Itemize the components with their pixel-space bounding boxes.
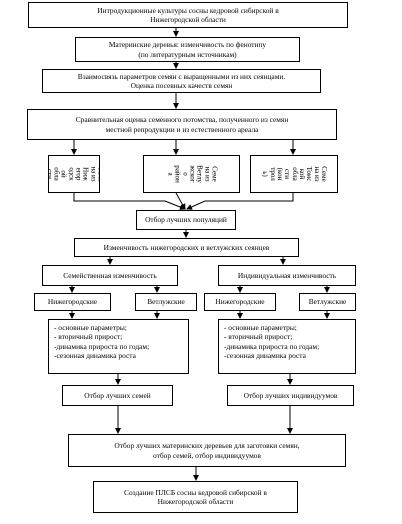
left-nizhny-text: Нижегородские [47, 297, 98, 307]
population-selection-text: Отбор лучших популяций [145, 215, 227, 225]
relation-text: Взаимосвязь параметров семян с выращенны… [77, 71, 286, 90]
seed-origin-nizhny-text: Семе на из Ниж егор одск ой обла сти [48, 166, 100, 182]
right-parameters-box: - основные параметры; - вторичный прирос… [218, 319, 356, 374]
seed-origin-vetluga-box: Семе на из Ветлу жског о район а [143, 155, 240, 193]
right-vetluga-text: Ветлужские [308, 297, 347, 307]
best-individuals-text: Отбор лучших индивидуумов [243, 390, 338, 400]
arrow-origin-3-to-selection [186, 193, 294, 210]
seed-origin-vetluga-text: Семе на из Ветлу жског о район а [166, 165, 219, 183]
best-seeds-text: Отбор лучших семей [84, 390, 151, 400]
right-vetluga-box: Ветлужские [299, 293, 356, 311]
seed-origin-tomsk-box: Семе на из Томс кой обла сти (кон трол ь… [250, 155, 338, 193]
right-nizhny-text: Нижегородские [215, 297, 265, 307]
family-variability-text: Семейственная изменчивость [63, 270, 157, 280]
best-mother-trees-box: Отбор лучших материнских деревьев для за… [68, 434, 346, 467]
best-mother-trees-text: Отбор лучших материнских деревьев для за… [114, 441, 300, 460]
left-vetluga-text: Ветлужские [147, 297, 185, 307]
right-parameters-text: - основные параметры; - вторичный прирос… [224, 323, 320, 360]
intro-box: Интродукционные культуры сосны кедровой … [28, 2, 348, 28]
individual-variability-text: Индивидуальная изменчивость [237, 270, 337, 280]
individual-variability-box: Индивидуальная изменчивость [218, 265, 356, 286]
family-variability-box: Семейственная изменчивость [42, 265, 178, 286]
intro-text: Интродукционные культуры сосны кедровой … [97, 5, 279, 24]
population-selection-box: Отбор лучших популяций [136, 210, 236, 230]
mother-trees-box: Материнские деревья: изменчивость по фен… [75, 37, 300, 62]
comparison-text: Сравнительная оценка семенного потомства… [75, 115, 289, 134]
arrow-origin-1-to-selection [73, 193, 186, 210]
left-parameters-box: - основные параметры; - вторичный прирос… [48, 319, 189, 374]
creation-text: Создание ПЛСБ сосны кедровой сибирской в… [124, 487, 267, 506]
mother-trees-text: Материнские деревья: изменчивость по фен… [108, 40, 267, 59]
relation-box: Взаимосвязь параметров семян с выращенны… [42, 69, 321, 93]
seed-origin-nizhny-box: Семе на из Ниж егор одск ой обла сти [48, 155, 100, 193]
variability-box: Изменчивость нижегородских и ветлужских … [74, 238, 299, 257]
best-individuals-box: Отбор лучших индивидуумов [227, 385, 354, 406]
left-parameters-text: - основные параметры; - вторичный прирос… [54, 323, 150, 360]
left-nizhny-box: Нижегородские [34, 293, 111, 311]
right-nizhny-box: Нижегородские [204, 293, 276, 311]
creation-box: Создание ПЛСБ сосны кедровой сибирской в… [93, 481, 298, 513]
left-vetluga-box: Ветлужские [135, 293, 197, 311]
comparison-box: Сравнительная оценка семенного потомства… [27, 109, 337, 140]
arrow-origin-2-to-selection [175, 192, 186, 210]
seed-origin-tomsk-text: Семе на из Томс кой обла сти (кон трол ь… [261, 166, 329, 182]
variability-text: Изменчивость нижегородских и ветлужских … [103, 242, 270, 252]
best-seeds-box: Отбор лучших семей [62, 385, 173, 406]
